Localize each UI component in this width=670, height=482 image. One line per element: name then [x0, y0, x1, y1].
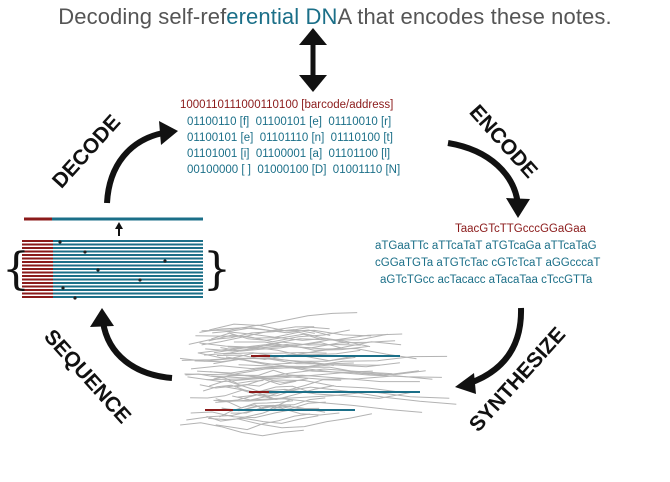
synthesized-strand	[211, 332, 322, 341]
synthesized-strand	[220, 342, 341, 352]
synthesized-strand	[184, 373, 420, 383]
read-error-dot	[96, 268, 100, 272]
synthesized-strand	[210, 375, 433, 380]
binary-cell: 00100000 [ ]	[187, 164, 251, 176]
read-error-dot	[58, 240, 62, 244]
sequence-arrow-icon	[90, 308, 173, 381]
synthesized-strand	[215, 413, 311, 431]
binary-row-1: 01100110 [f] 01100101 [e] 01110010 [r]	[187, 116, 391, 128]
dna-block: cGTcTcaT	[491, 257, 543, 269]
synthesized-strand	[204, 341, 361, 356]
binary-cell: 01110010 [r]	[328, 116, 392, 128]
synthesized-strand	[209, 312, 358, 331]
binary-cell: 01100110 [f]	[187, 116, 250, 128]
synthesized-strand	[208, 415, 319, 424]
double-headed-vertical-arrow-icon	[299, 28, 327, 92]
aligned-reads-panel: {}	[2, 217, 231, 300]
binary-cell: 01001110 [N]	[332, 164, 401, 176]
synthesize-arrow-icon	[455, 307, 525, 394]
synthesized-strand	[209, 371, 400, 393]
left-brace-icon: {	[2, 244, 30, 295]
dna-block: aTTcaTaG	[544, 240, 597, 252]
synthesized-strand	[199, 327, 331, 336]
synthesized-strand	[188, 329, 315, 345]
decode-arrow-icon	[104, 121, 178, 204]
dna-block: aTGTcTac	[436, 257, 489, 269]
synthesized-strand	[216, 349, 361, 361]
synthesized-strand	[232, 366, 426, 376]
dna-block: acTacacc	[437, 274, 486, 286]
binary-cell: 01100101 [e]	[187, 132, 254, 144]
dna-block: aTacaTaa	[488, 274, 538, 286]
encode-arrow-icon	[447, 140, 530, 218]
dna-block: aTGaaTTc	[375, 240, 429, 252]
synthesized-strand	[206, 405, 292, 422]
dna-row-1: aTGaaTTc aTTcaTaT aTGTcaGa aTTcaTaG	[375, 240, 597, 252]
synthesized-strand	[213, 398, 423, 413]
synthesized-strand	[197, 352, 334, 366]
up-arrow-head	[115, 222, 123, 229]
dna-block: aTGTcaGa	[485, 240, 541, 252]
read-error-dot	[73, 296, 77, 300]
binary-row-3: 01101001 [i] 01100001 [a] 01101100 [l]	[187, 148, 390, 160]
title-highlight: erential DN	[226, 4, 338, 29]
synthesized-strand	[223, 341, 402, 358]
binary-cell: 01101110 [n]	[259, 132, 325, 144]
synthesized-strand	[233, 341, 417, 360]
synthesized-strand	[213, 369, 304, 380]
binary-barcode: 1000110111000110100 [barcode/address]	[180, 99, 394, 111]
read-error-dot	[138, 278, 142, 282]
synthesized-strand	[219, 398, 291, 418]
dna-block: cGGaTGTa	[375, 257, 434, 269]
binary-cell: 01110100 [t]	[330, 132, 393, 144]
synthesized-strand	[190, 407, 320, 419]
synthesized-strand	[215, 391, 450, 403]
synthesized-strand	[205, 343, 369, 352]
synthesized-strands-cloud	[179, 312, 457, 437]
dna-block: aGTcTGcc	[380, 274, 435, 286]
dna-barcode: TaacGTcTTGcccGGaGaa	[455, 223, 587, 235]
binary-cell: 01100101 [e]	[255, 116, 322, 128]
dna-row-3: aGTcTGcc acTacacc aTacaTaa cTccGTTa	[380, 274, 592, 286]
dna-block: aGGcccaT	[545, 257, 601, 269]
dna-block: cTccGTTa	[541, 274, 593, 286]
binary-row-2: 01100101 [e] 01101110 [n] 01110100 [t]	[187, 132, 393, 144]
title-suffix: A that encodes these notes.	[337, 4, 612, 29]
read-error-dot	[83, 250, 87, 254]
synthesized-strand	[201, 326, 315, 346]
read-error-dot	[163, 259, 167, 263]
read-error-dot	[61, 286, 65, 290]
synthesized-strand	[227, 331, 371, 348]
title-prefix: Decoding self-ref	[58, 4, 227, 29]
binary-row-4: 00100000 [ ] 01000100 [D] 01001110 [N]	[187, 164, 400, 176]
binary-cell: 01101100 [l]	[328, 148, 391, 160]
synthesized-strand	[238, 355, 448, 368]
binary-cell: 01100001 [a]	[255, 148, 323, 160]
diagram-title: Decoding self-referential DNA that encod…	[0, 4, 670, 30]
dna-row-2: cGGaTGTa aTGTcTac cGTcTcaT aGGcccaT	[375, 257, 600, 269]
dna-block: aTTcaTaT	[431, 240, 483, 252]
binary-cell: 01000100 [D]	[257, 164, 327, 176]
synthesized-strand	[194, 355, 354, 363]
synthesized-strand	[199, 342, 356, 362]
synthesized-strand	[206, 370, 419, 381]
synthesized-strand	[234, 378, 309, 388]
synthesized-strand	[180, 422, 304, 437]
synthesized-strand	[215, 398, 294, 409]
synthesized-strand	[197, 333, 403, 354]
right-brace-icon: }	[203, 244, 231, 295]
binary-cell: 01101001 [i]	[187, 148, 250, 160]
synthesized-strand	[236, 413, 372, 429]
